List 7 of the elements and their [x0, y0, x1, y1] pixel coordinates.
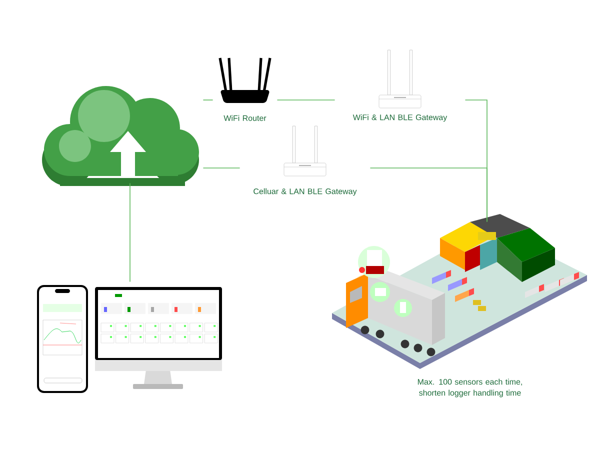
node-label: Max. 100 sensors each time, shorten logger handling time	[418, 378, 522, 398]
connector-line	[370, 168, 488, 222]
cloud-drawing	[42, 86, 199, 186]
node-label: WiFi Router	[224, 115, 266, 121]
phone-and-monitor-drawing	[37, 285, 222, 393]
node-label: Celluar & LAN BLE Gateway	[254, 188, 357, 196]
node-label: WiFi & LAN BLE Gateway	[352, 114, 448, 122]
